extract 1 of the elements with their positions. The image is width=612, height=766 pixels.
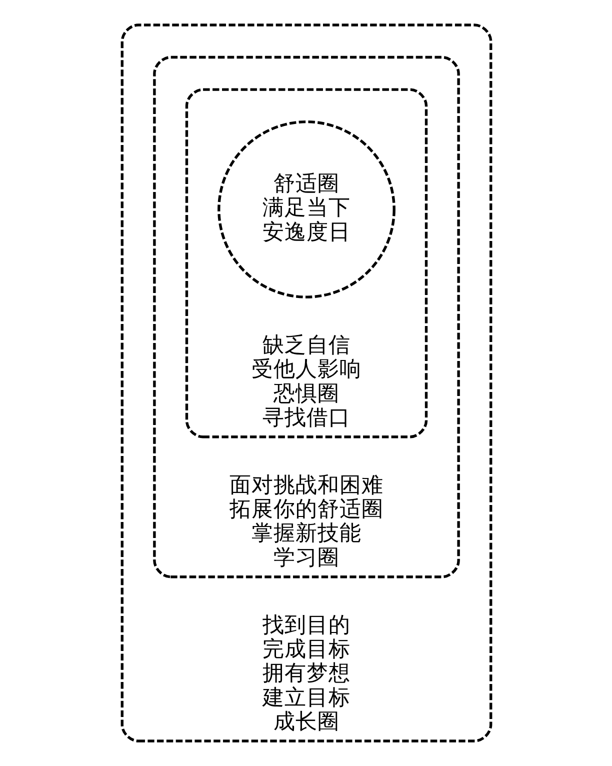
node-circle: 舒适圈 满足当下 安逸度日 xyxy=(217,120,395,298)
